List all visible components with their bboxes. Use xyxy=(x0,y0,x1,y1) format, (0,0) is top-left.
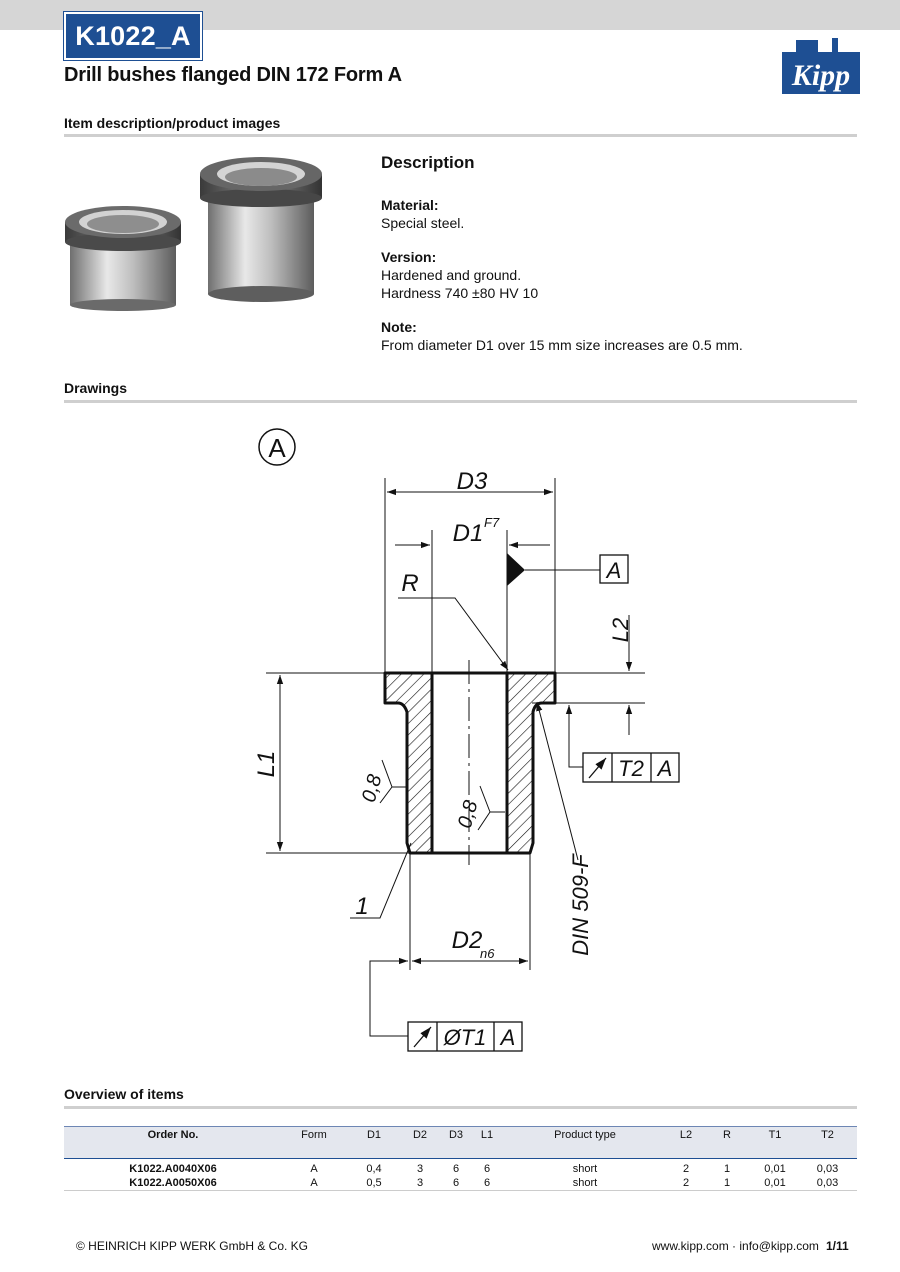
form-marker: A xyxy=(268,433,286,463)
cell-d3: 6 xyxy=(438,1176,474,1191)
cell-d1: 0,5 xyxy=(346,1176,402,1191)
footer-page-number: 1/11 xyxy=(826,1239,849,1253)
cell-l2: 2 xyxy=(682,1163,690,1175)
roughness-inner: 0,8 xyxy=(454,798,482,831)
cell-t1: 0,01 xyxy=(764,1163,786,1175)
product-code-badge: K1022_A xyxy=(64,12,202,60)
logo-text: Kipp xyxy=(791,59,850,92)
note-value: From diameter D1 over 15 mm size increas… xyxy=(381,337,743,353)
footer-contact: www.kipp.com · info@kipp.com xyxy=(652,1239,819,1253)
col-order-no: Order No. xyxy=(64,1126,282,1159)
cell-product-type: short xyxy=(500,1176,670,1191)
t2-label: T2 xyxy=(618,756,644,781)
version-label: Version: xyxy=(381,249,437,265)
col-d1: D1 xyxy=(346,1126,402,1159)
dim-r: R xyxy=(401,570,418,597)
section-drawings: Drawings xyxy=(64,380,128,396)
material-label: Material: xyxy=(381,197,439,213)
col-d3: D3 xyxy=(438,1126,474,1159)
items-table: Order No. Form D1 D2 D3 L1 Product type … xyxy=(64,1126,857,1191)
dim-d3: D3 xyxy=(457,468,488,495)
dim-d1: D1 xyxy=(453,520,484,547)
datum-a-label: A xyxy=(605,558,622,583)
cell-l2: 2 xyxy=(670,1176,702,1191)
cell-product-type: short xyxy=(572,1163,598,1175)
dim-d2-tolerance: n6 xyxy=(480,946,495,961)
version-line-1: Hardened and ground. xyxy=(381,267,522,283)
col-t1: T1 xyxy=(752,1126,798,1159)
cell-l1: 6 xyxy=(483,1163,491,1175)
cell-l1: 6 xyxy=(474,1176,500,1191)
section-overview: Overview of items xyxy=(64,1086,184,1102)
cell-r: 1 xyxy=(723,1163,731,1175)
cell-t2: 0,03 xyxy=(816,1163,839,1175)
cell-d1: 0,4 xyxy=(366,1163,382,1175)
col-t2: T2 xyxy=(798,1126,857,1159)
note-label: Note: xyxy=(381,319,417,335)
t1-label: ØT1 xyxy=(443,1025,487,1050)
version-line-2: Hardness 740 ±80 HV 10 xyxy=(381,285,539,301)
cell-form: A xyxy=(310,1163,318,1175)
cell-form: A xyxy=(282,1176,346,1191)
col-l1: L1 xyxy=(474,1126,500,1159)
table-row: K1022.A0040X06 A 0,4 3 6 6 short 2 1 0,0… xyxy=(64,1159,857,1177)
description-heading: Description xyxy=(381,153,475,172)
cell-d2: 3 xyxy=(416,1163,424,1175)
dim-l2: L2 xyxy=(608,618,633,642)
table-row: K1022.A0050X06 A 0,5 3 6 6 short 2 1 0,0… xyxy=(64,1176,857,1191)
cell-order-no: K1022.A0050X06 xyxy=(64,1176,282,1191)
dim-d1-tolerance: F7 xyxy=(484,515,500,530)
footer-copyright: © HEINRICH KIPP WERK GmbH & Co. KG xyxy=(76,1239,308,1253)
product-image xyxy=(65,157,322,311)
cell-r: 1 xyxy=(702,1176,752,1191)
material-value: Special steel. xyxy=(381,215,465,231)
cell-t1: 0,01 xyxy=(752,1176,798,1191)
cell-d3: 6 xyxy=(452,1163,460,1175)
cell-t2: 0,03 xyxy=(798,1176,857,1191)
din-509-f-label: DIN 509-F xyxy=(568,853,593,956)
section-item-description: Item description/product images xyxy=(64,115,281,131)
col-form: Form xyxy=(282,1126,346,1159)
dim-l1: L1 xyxy=(253,751,280,778)
col-r: R xyxy=(702,1126,752,1159)
description-panel: Description Material: Special steel. Ver… xyxy=(381,152,851,370)
col-product-type: Product type xyxy=(500,1126,670,1159)
section-divider xyxy=(64,1106,857,1109)
dim-d2: D2 xyxy=(452,927,483,954)
kipp-logo: Kipp xyxy=(782,38,860,94)
col-l2: L2 xyxy=(670,1126,702,1159)
technical-drawing: A D xyxy=(253,428,680,1052)
t2-datum: A xyxy=(656,756,673,781)
section-divider xyxy=(64,134,857,137)
cell-d2: 3 xyxy=(402,1176,438,1191)
section-divider xyxy=(64,400,857,403)
callout-1: 1 xyxy=(355,893,368,920)
t1-datum: A xyxy=(499,1025,516,1050)
table-header-row: Order No. Form D1 D2 D3 L1 Product type … xyxy=(64,1126,857,1159)
col-d2: D2 xyxy=(402,1126,438,1159)
cell-order-no: K1022.A0040X06 xyxy=(129,1163,217,1175)
page-title: Drill bushes flanged DIN 172 Form A xyxy=(64,64,402,86)
